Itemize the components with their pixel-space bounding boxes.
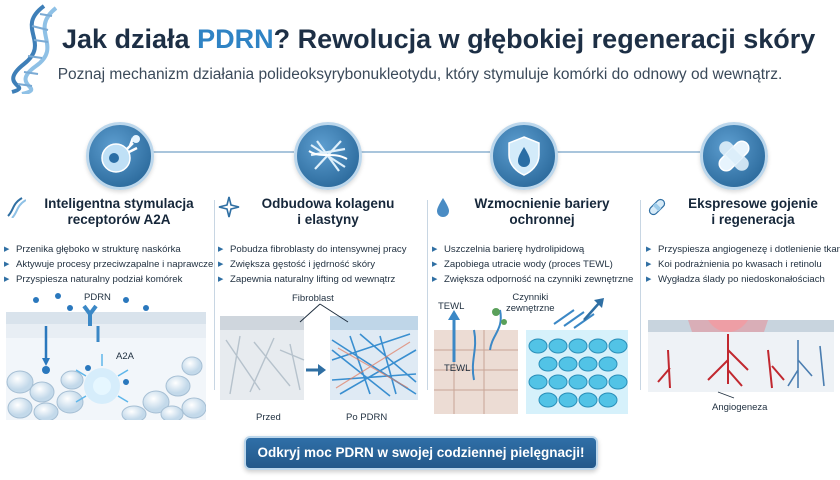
column-divider	[640, 200, 641, 390]
list-item: Przenika głęboko w strukturę naskórka	[4, 242, 210, 257]
title-accent: PDRN	[197, 24, 274, 54]
list-item: Przyspiesza angiogenezę i dotlenienie tk…	[646, 242, 840, 257]
label-tewl-bottom: TEWL	[444, 363, 471, 374]
sparkle-icon	[218, 196, 240, 218]
badge-connector	[356, 151, 490, 153]
bandage-icon	[700, 122, 768, 190]
label-tewl-top: TEWL	[438, 301, 465, 312]
collagen-fibers-icon	[294, 122, 362, 190]
bullet-list: Przyspiesza angiogenezę i dotlenienie tk…	[646, 242, 840, 287]
label-fibroblast: Fibroblast	[292, 293, 334, 304]
page-title: Jak działa PDRN? Rewolucja w głębokiej r…	[62, 24, 832, 55]
list-item: Zwiększa gęstość i jędrność skóry	[218, 257, 414, 272]
shield-drop-icon	[490, 122, 558, 190]
bullet-list: Pobudza fibroblasty do intensywnej pracy…	[218, 242, 414, 287]
list-item: Zapobiega utracie wody (proces TEWL)	[432, 257, 628, 272]
illustration-barrier	[434, 290, 630, 420]
label-pdrn: PDRN	[84, 292, 111, 303]
badge-connector	[552, 151, 700, 153]
label-angiogenesis: Angiogeneza	[712, 402, 768, 413]
column-divider	[427, 200, 428, 390]
list-item: Koi podrażnienia po kwasach i retinolu	[646, 257, 836, 272]
dna-helix-icon	[11, 4, 58, 94]
title-suffix: ? Rewolucja w głębokiej regeneracji skór…	[273, 24, 816, 54]
illustration-healing	[648, 290, 834, 420]
label-after: Po PDRN	[346, 412, 388, 423]
badge-connector	[148, 151, 294, 153]
cell-receptor-icon	[86, 122, 154, 190]
list-item: Aktywuje procesy przeciwzapalne i napraw…	[4, 257, 213, 272]
label-a2a: A2A	[116, 351, 134, 362]
bullet-list: Przenika głęboko w strukturę naskórka Ak…	[4, 242, 213, 287]
cta-button[interactable]: Odkryj moc PDRN w swojej codziennej piel…	[244, 436, 598, 470]
title-prefix: Jak działa	[62, 24, 198, 54]
bullet-list: Uszczelnia barierę hydrolipidową Zapobie…	[432, 242, 633, 287]
bandage-small-icon	[648, 198, 666, 216]
list-item: Przyspiesza naturalny podział komórek	[4, 272, 210, 287]
illustration-collagen	[220, 290, 420, 420]
label-before: Przed	[256, 412, 281, 423]
list-item: Uszczelnia barierę hydrolipidową	[432, 242, 628, 257]
list-item: Wygładza ślady po niedoskonałościach	[646, 272, 836, 287]
illustration-receptor	[6, 290, 206, 420]
page-subtitle: Poznaj mechanizm działania polideoksyryb…	[57, 66, 783, 83]
list-item: Pobudza fibroblasty do intensywnej pracy	[218, 242, 414, 257]
column-divider	[214, 200, 215, 390]
water-drop-icon	[437, 198, 449, 217]
dna-icon	[7, 197, 26, 218]
list-item: Zwiększa odporność na czynniki zewnętrzn…	[432, 272, 633, 287]
list-item: Zapewnia naturalny lifting od wewnątrz	[218, 272, 414, 287]
